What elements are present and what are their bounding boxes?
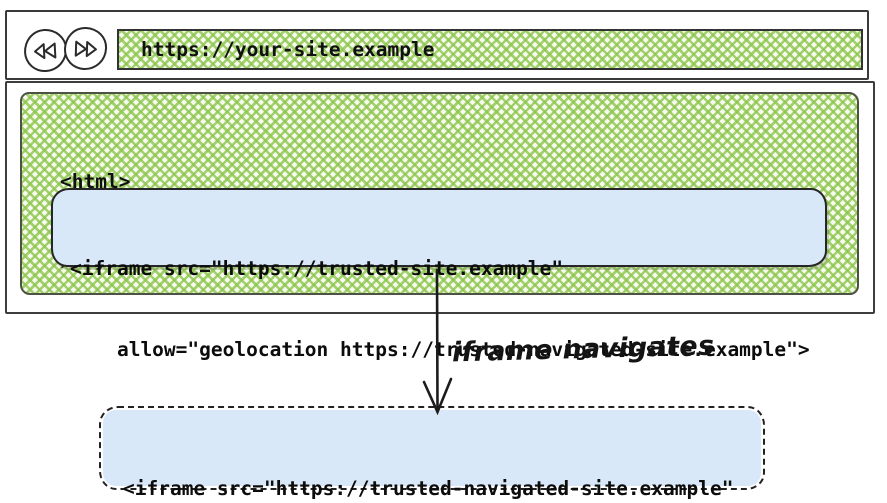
forward-button [63,26,108,71]
html-code-line: <html> [60,170,131,193]
iframe-src-line: <iframe src="https://trusted-site.exampl… [70,257,564,280]
navigated-iframe-src-line: <iframe src="https://trusted-navigated-s… [123,477,734,500]
forward-icon [72,37,100,60]
address-url: https://your-site.example [141,38,435,61]
navigation-arrow [418,266,458,420]
iframe-code: <iframe src="https://trusted-site.exampl… [70,201,810,417]
browser-toolbar: https://your-site.example [5,10,869,80]
back-button [22,27,69,74]
back-icon [31,39,59,62]
navigated-iframe-code-box: <iframe src="https://trusted-navigated-s… [99,406,765,500]
navigated-iframe-code: <iframe src="https://trusted-navigated-s… [123,421,733,503]
iframe-allow-line: allow="geolocation https://trusted-navig… [70,338,810,361]
iframe-code-box: <iframe src="https://trusted-site.exampl… [51,188,827,361]
navigated-iframe-box-fill [103,410,761,486]
address-bar: https://your-site.example [117,29,863,70]
page-background: <html> // your-site.example code <iframe… [20,92,859,361]
arrow-down-icon [418,268,458,420]
browser-window: <html> // your-site.example code <iframe… [5,81,875,361]
